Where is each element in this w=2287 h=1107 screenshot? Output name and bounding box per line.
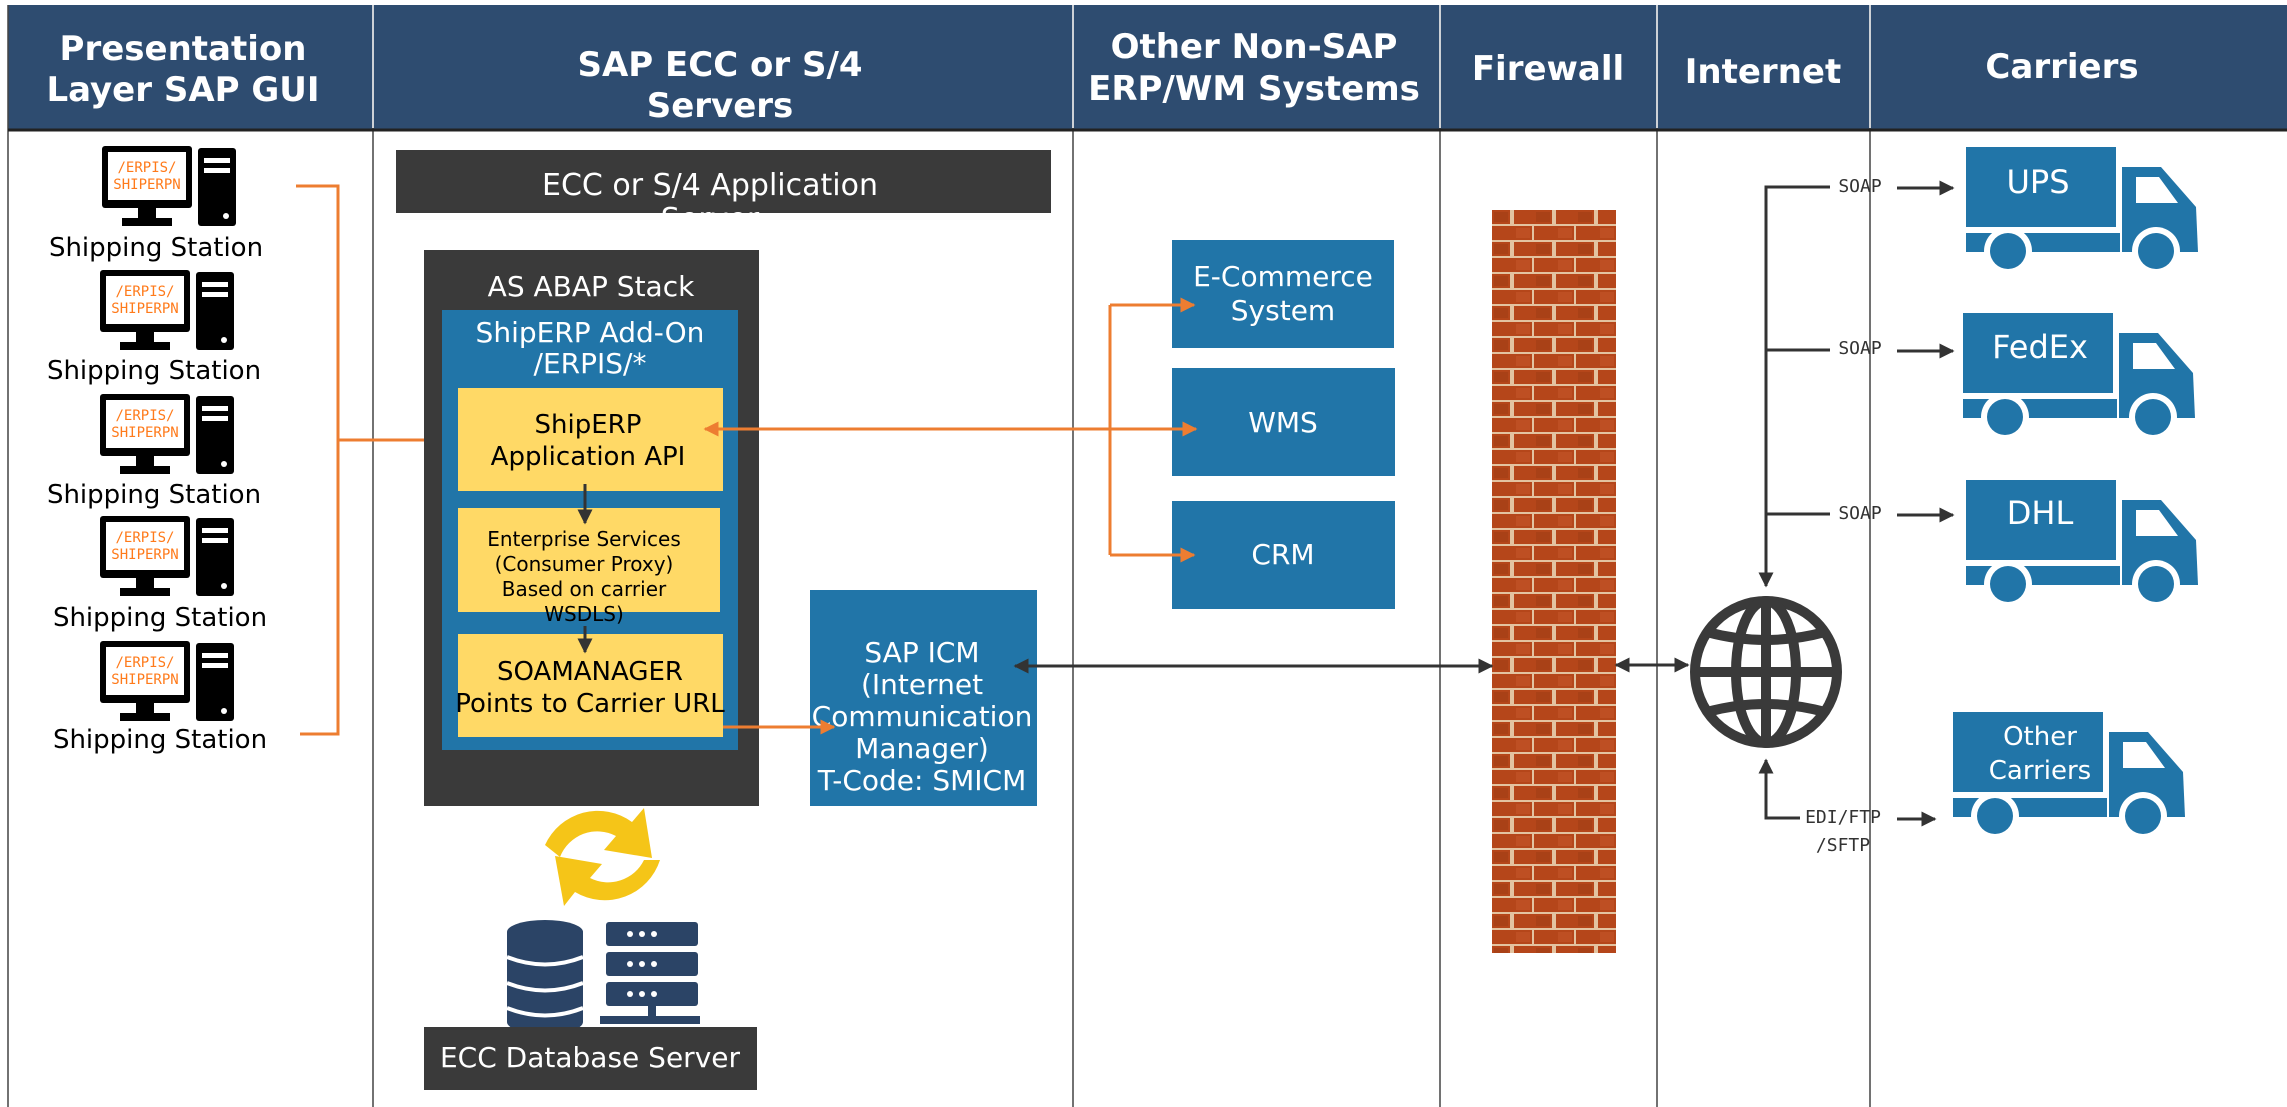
ecommerce-system-box: E-Commerce System	[1172, 240, 1394, 348]
db-server-label: ECC Database Server	[440, 1041, 741, 1074]
screen-text: SHIPERPN	[111, 301, 178, 317]
ecc-database-server: ECC Database Server	[424, 1027, 757, 1090]
wms-label: WMS	[1248, 406, 1318, 439]
enterprise-services-box	[458, 508, 720, 612]
app-server-title-bar: ECC or S/4 Application Server	[396, 150, 1051, 237]
station-label: Shipping Station	[53, 603, 267, 633]
icm-line3: Communication	[812, 700, 1033, 733]
soap-label-dhl: SOAP	[1838, 503, 1882, 524]
globe-icon	[1690, 596, 1842, 748]
header-presentation-line2: Layer SAP GUI	[46, 70, 319, 110]
server-rack-icon	[600, 922, 700, 1024]
enterprise-line3: Based on carrier	[502, 577, 667, 601]
station-label: Shipping Station	[53, 725, 267, 755]
shipping-station-2: /ERPIS/ SHIPERPN Shipping Station	[47, 270, 261, 386]
shipping-station-4: /ERPIS/ SHIPERPN Shipping Station	[53, 516, 267, 633]
abap-stack: AS ABAP Stack ShipERP Add-On /ERPIS/* Sh…	[424, 250, 759, 806]
enterprise-line4: WSDLS)	[544, 602, 624, 626]
other-carriers-line1: Other	[2003, 722, 2077, 752]
enterprise-line1: Enterprise Services	[487, 527, 681, 551]
api-to-erp-connector	[703, 297, 1198, 563]
station-label: Shipping Station	[47, 480, 261, 510]
header-internet: Internet	[1685, 52, 1841, 92]
header-band	[8, 5, 2287, 129]
station-label: Shipping Station	[47, 356, 261, 386]
soap-label-fedex: SOAP	[1838, 338, 1882, 359]
header-sap-servers-line1: SAP ECC or S/4	[577, 45, 862, 85]
addon-title-line2: /ERPIS/*	[534, 347, 647, 380]
icm-line2: (Internet	[861, 668, 983, 701]
header-dividers	[372, 5, 1871, 128]
crm-box: CRM	[1172, 501, 1395, 609]
header-other-erp-line2: ERP/WM Systems	[1088, 69, 1420, 109]
soap-label-ups: SOAP	[1838, 176, 1882, 197]
icm-line4: Manager)	[855, 732, 989, 765]
abap-stack-title: AS ABAP Stack	[488, 270, 695, 303]
api-line2: Application API	[491, 442, 686, 472]
crm-label: CRM	[1251, 538, 1314, 571]
addon-title-line1: ShipERP Add-On	[476, 316, 705, 349]
header-presentation-line1: Presentation	[60, 29, 307, 69]
truck-icon	[1966, 480, 2198, 608]
screen-text: SHIPERPN	[111, 547, 178, 563]
screen-text: /ERPIS/	[115, 655, 174, 671]
app-server-title: ECC or S/4 Application	[542, 168, 878, 203]
other-carriers-truck: Other Carriers	[1953, 712, 2185, 840]
dhl-truck: DHL	[1966, 480, 2198, 608]
edi-label-line1: EDI/FTP	[1805, 807, 1881, 828]
ups-truck: UPS	[1966, 147, 2198, 275]
fedex-truck: FedEx	[1963, 313, 2195, 441]
wms-box: WMS	[1172, 368, 1395, 476]
carrier-connectors	[1758, 180, 1955, 827]
firewall-wall	[1492, 210, 1616, 953]
screen-text: SHIPERPN	[113, 177, 180, 193]
soamanager-line1: SOAMANAGER	[497, 657, 683, 687]
sap-icm-box: SAP ICM (Internet Communication Manager)…	[810, 590, 1037, 806]
column-dividers	[7, 5, 2287, 1107]
shiperp-api-box	[458, 388, 723, 491]
enterprise-line2: (Consumer Proxy)	[495, 552, 674, 576]
screen-text: SHIPERPN	[111, 672, 178, 688]
shipping-station-5: /ERPIS/ SHIPERPN Shipping Station	[53, 641, 267, 755]
truck-icon	[1966, 147, 2198, 275]
app-server-title-cut: Server	[661, 202, 760, 237]
api-line1: ShipERP	[535, 410, 642, 440]
icm-line1: SAP ICM	[864, 636, 979, 669]
other-carriers-line2: Carriers	[1989, 756, 2091, 786]
screen-text: /ERPIS/	[117, 160, 176, 176]
ecommerce-line2: System	[1231, 294, 1335, 327]
edi-label-line2: /SFTP	[1816, 835, 1870, 856]
screen-text: SHIPERPN	[111, 425, 178, 441]
screen-text: /ERPIS/	[115, 530, 174, 546]
database-icon	[506, 920, 584, 1034]
header-sap-servers-line2: Servers	[647, 86, 794, 126]
shipping-station-1: /ERPIS/ SHIPERPN Shipping Station	[49, 146, 263, 263]
shipping-station-3: /ERPIS/ SHIPERPN Shipping Station	[47, 394, 261, 510]
icm-line5: T-Code: SMICM	[817, 764, 1027, 797]
dhl-label: DHL	[2007, 494, 2074, 532]
ups-label: UPS	[2006, 163, 2069, 201]
header-other-erp-line1: Other Non-SAP	[1111, 27, 1398, 67]
sync-icon	[545, 808, 660, 906]
header-firewall: Firewall	[1472, 49, 1624, 89]
station-label: Shipping Station	[49, 233, 263, 263]
header-carriers: Carriers	[1985, 47, 2138, 87]
soamanager-line2: Points to Carrier URL	[455, 689, 725, 719]
ecommerce-line1: E-Commerce	[1193, 260, 1373, 293]
screen-text: /ERPIS/	[115, 408, 174, 424]
fedex-label: FedEx	[1992, 328, 2088, 366]
screen-text: /ERPIS/	[115, 284, 174, 300]
